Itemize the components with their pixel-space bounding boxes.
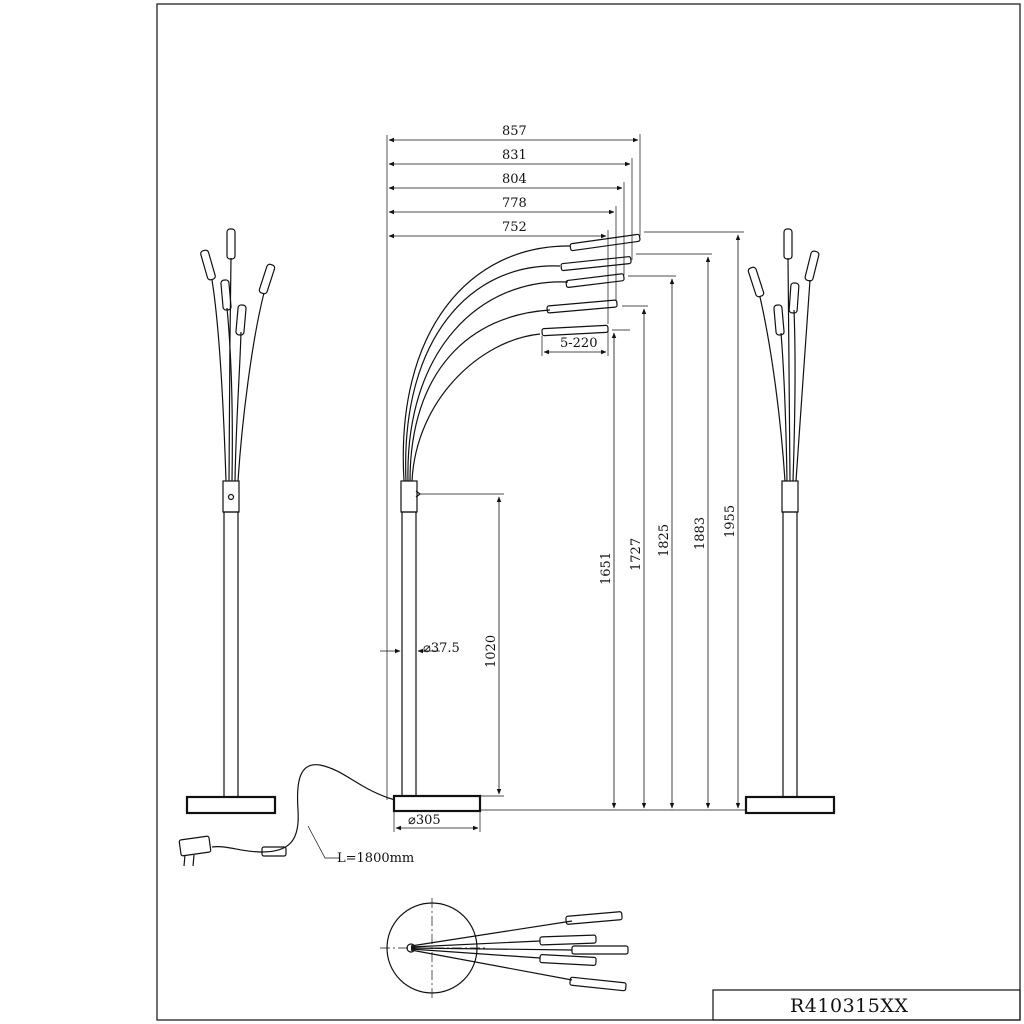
rear-view-pole xyxy=(782,511,798,798)
front-view-head xyxy=(226,228,236,260)
front-view-head xyxy=(235,304,247,336)
title-block xyxy=(712,989,1021,1021)
front-view-lamp xyxy=(185,228,277,815)
dim-width-857: 857 xyxy=(502,124,527,139)
side-view-pole-top xyxy=(400,480,418,513)
front-view-switch xyxy=(227,493,235,501)
head-length-dimension: 5-220 xyxy=(541,330,609,356)
dim-height-1651: 1651 xyxy=(599,552,614,585)
dim-pole-height: 1020 xyxy=(484,635,499,668)
front-view-head xyxy=(258,263,276,295)
sheet-border xyxy=(156,3,1021,1021)
front-view-base xyxy=(185,795,277,815)
top-view-head xyxy=(565,911,623,925)
dim-width-831: 831 xyxy=(502,148,527,163)
rear-view-pole-top xyxy=(781,480,799,513)
power-cable: L=1800mm xyxy=(178,764,414,867)
front-view-pole-top xyxy=(222,480,240,513)
dim-width-778: 778 xyxy=(502,196,527,211)
rear-view-base xyxy=(744,795,836,815)
side-view-base xyxy=(392,794,482,813)
side-view-lamp xyxy=(392,233,641,813)
dim-pole-diameter: ⌀37.5 xyxy=(423,641,460,656)
top-view-head xyxy=(539,934,597,946)
dim-width-804: 804 xyxy=(502,172,527,187)
dim-height-1955: 1955 xyxy=(723,505,738,538)
inline-switch xyxy=(261,846,287,857)
cable-length-label: L=1800mm xyxy=(337,851,414,866)
dim-height-1825: 1825 xyxy=(657,524,672,557)
rear-view-head xyxy=(788,282,800,314)
width-dimensions: 857 831 804 778 752 xyxy=(388,124,641,324)
rear-view-lamp xyxy=(744,228,836,815)
dim-base-diameter: ⌀305 xyxy=(408,813,441,828)
side-view-head xyxy=(569,233,641,252)
plug-icon xyxy=(178,835,212,857)
side-view-pole xyxy=(401,511,417,797)
side-view-head xyxy=(541,324,609,337)
front-view-head xyxy=(200,249,216,281)
top-view-head xyxy=(571,945,629,955)
side-view-head xyxy=(546,299,618,314)
side-view-head xyxy=(560,256,632,272)
dim-height-1883: 1883 xyxy=(693,517,708,550)
rear-view-head xyxy=(747,266,765,298)
rear-view-head xyxy=(773,304,785,336)
dim-head-length: 5-220 xyxy=(560,336,597,351)
top-view-head xyxy=(539,954,597,966)
rear-view-head xyxy=(783,228,793,260)
pole-height-dimension: 1020 xyxy=(420,493,504,797)
top-view-lamp xyxy=(380,898,629,998)
front-view-pole xyxy=(223,511,239,798)
height-dimensions: 1651 1727 1825 1883 1955 xyxy=(480,231,746,811)
base-diameter-dimension: ⌀305 xyxy=(393,812,481,832)
top-view-head xyxy=(569,976,627,992)
front-view-head xyxy=(220,279,232,311)
model-code: R410315XX xyxy=(790,995,908,1017)
dim-width-752: 752 xyxy=(502,220,527,235)
pole-diameter-dimension: ⌀37.5 xyxy=(380,641,460,656)
side-view-head xyxy=(565,273,625,288)
rear-view-head xyxy=(804,250,820,282)
dim-height-1727: 1727 xyxy=(629,538,644,571)
